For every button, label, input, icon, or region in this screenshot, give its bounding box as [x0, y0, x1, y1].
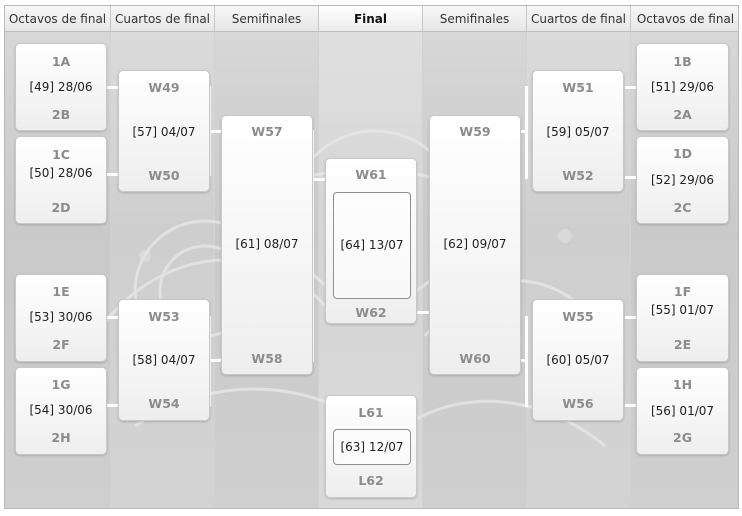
match-info: [62] 09/07	[443, 237, 507, 251]
match-61-card[interactable]: W57 [61] 08/07 W58	[221, 115, 313, 375]
match-info: [51] 29/06	[650, 80, 715, 94]
match-info: [50] 28/06	[29, 166, 93, 180]
match-62-card[interactable]: W59 [62] 09/07 W60	[429, 115, 521, 375]
team-top: W55	[562, 309, 594, 324]
team-top: W57	[251, 124, 283, 139]
connector-line	[625, 316, 641, 319]
connector-line	[311, 178, 327, 181]
team-top: 1A	[51, 54, 71, 69]
team-bottom: 2F	[52, 337, 70, 352]
team-top: 1D	[672, 146, 693, 161]
connector-line	[625, 86, 641, 89]
match-57-card[interactable]: W49 [57] 04/07 W50	[118, 70, 210, 192]
team-bottom: 2E	[673, 337, 692, 352]
final-info-panel: [64] 13/07	[333, 192, 411, 299]
team-bottom: L62	[358, 473, 384, 488]
match-52-card[interactable]: 1D [52] 29/06 2C	[636, 136, 729, 224]
team-top: W53	[148, 309, 180, 324]
match-info: [54] 30/06	[29, 403, 93, 417]
match-51-card[interactable]: 1B [51] 29/06 2A	[636, 43, 729, 131]
match-55-card[interactable]: 1F [55] 01/07 2E	[636, 274, 729, 362]
match-56-card[interactable]: 1H [56] 01/07 2G	[636, 367, 729, 455]
connector-line	[105, 86, 121, 89]
match-info: [52] 29/06	[650, 173, 715, 187]
team-bottom: 2G	[673, 430, 692, 445]
team-bottom: W52	[562, 168, 594, 183]
connector-line	[625, 176, 641, 179]
team-bottom: W62	[355, 305, 387, 320]
match-info: [49] 28/06	[29, 80, 93, 94]
team-bottom: W60	[459, 351, 491, 366]
connector-line	[208, 359, 225, 362]
team-top: 1E	[52, 284, 70, 299]
match-info: [56] 01/07	[650, 404, 715, 418]
team-top: 1C	[52, 147, 70, 162]
match-info: [60] 05/07	[546, 353, 610, 367]
connector-line	[625, 404, 641, 407]
team-bottom: 2A	[673, 107, 692, 122]
team-top: W51	[562, 80, 594, 95]
team-bottom: W58	[251, 351, 283, 366]
header-qf-left: Cuartos de final	[111, 6, 215, 32]
team-top: 1F	[673, 284, 692, 299]
match-info: [55] 01/07	[650, 303, 715, 317]
team-bottom: 2B	[51, 107, 71, 122]
team-bottom: 2C	[673, 200, 692, 215]
team-top: W59	[459, 124, 491, 139]
match-64-final-card[interactable]: W61 [64] 13/07 W62	[325, 158, 417, 324]
team-bottom: W54	[148, 396, 180, 411]
connector-line	[415, 311, 432, 314]
match-info: [57] 04/07	[132, 125, 196, 139]
header-r16-left: Octavos de final	[5, 6, 111, 32]
team-top: W49	[148, 80, 180, 95]
match-info: [61] 08/07	[235, 237, 299, 251]
match-info: [64] 13/07	[340, 238, 404, 252]
match-info: [59] 05/07	[546, 125, 610, 139]
match-58-card[interactable]: W53 [58] 04/07 W54	[118, 299, 210, 421]
team-bottom: W56	[562, 396, 594, 411]
match-49-card[interactable]: 1A [49] 28/06 2B	[15, 43, 107, 131]
team-bottom: 2D	[51, 200, 71, 215]
match-59-card[interactable]: W51 [59] 05/07 W52	[532, 70, 624, 192]
match-info: [58] 04/07	[132, 353, 196, 367]
connector-line	[521, 130, 528, 133]
connector-line	[105, 404, 121, 407]
connector-line	[105, 316, 121, 319]
header-sf-left: Semifinales	[215, 6, 319, 32]
match-63-third-place-card[interactable]: L61 [63] 12/07 L62	[325, 395, 417, 498]
column-r16-left	[5, 32, 111, 508]
match-60-card[interactable]: W55 [60] 05/07 W56	[532, 299, 624, 421]
connector-line	[105, 173, 121, 176]
header-sf-right: Semifinales	[423, 6, 527, 32]
connector-line	[208, 130, 225, 133]
team-bottom: 2H	[51, 430, 71, 445]
team-bottom: W50	[148, 168, 180, 183]
third-place-info-panel: [63] 12/07	[333, 429, 411, 465]
team-top: W61	[355, 167, 387, 182]
tournament-bracket: Octavos de final Cuartos de final Semifi…	[4, 5, 739, 509]
header-final: Final	[319, 6, 423, 32]
team-top: 1H	[672, 377, 693, 392]
team-top: 1G	[51, 377, 71, 392]
match-info: [63] 12/07	[340, 440, 404, 454]
team-top: L61	[358, 405, 384, 420]
column-sf-right	[423, 32, 527, 508]
match-50-card[interactable]: 1C [50] 28/06 2D	[15, 136, 107, 224]
match-53-card[interactable]: 1E [53] 30/06 2F	[15, 274, 107, 362]
header-qf-right: Cuartos de final	[527, 6, 631, 32]
header-r16-right: Octavos de final	[631, 6, 738, 32]
column-sf-left	[215, 32, 319, 508]
match-54-card[interactable]: 1G [54] 30/06 2H	[15, 367, 107, 455]
connector-line	[521, 359, 528, 362]
team-top: 1B	[673, 54, 692, 69]
match-info: [53] 30/06	[29, 310, 93, 324]
